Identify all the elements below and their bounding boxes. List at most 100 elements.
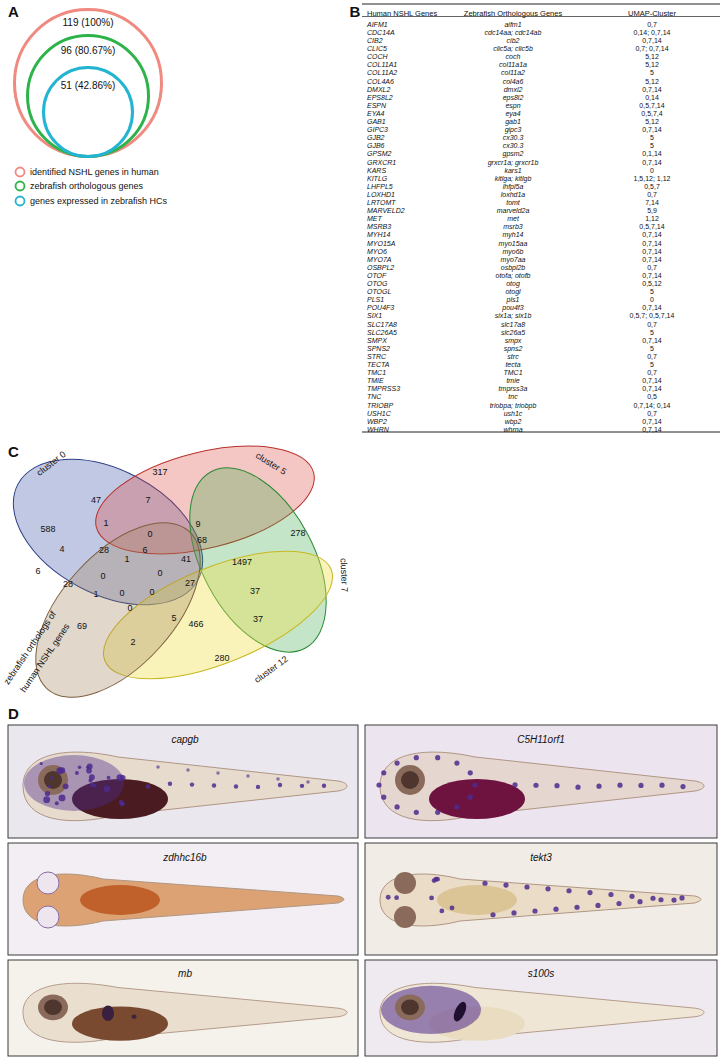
- image-frame: [365, 725, 717, 838]
- table-cell-holder: otog: [506, 272, 520, 290]
- table-header: Zebrafish Orthologous Genes: [464, 8, 562, 17]
- table-cell-holder: 0,7,14: [642, 118, 661, 136]
- region-count-holder: 68: [197, 529, 207, 547]
- table-cell: SIX1: [367, 312, 382, 319]
- venn-set: [5, 494, 230, 726]
- stain-dot: [629, 894, 634, 899]
- table-cell-holder: loxhd1a: [501, 183, 526, 201]
- eye: [37, 872, 59, 894]
- stain-dot: [595, 903, 600, 908]
- table-cell-holder: pls1: [507, 288, 520, 306]
- table-cell: OSBPL2: [367, 264, 394, 271]
- stain-dot: [587, 890, 592, 895]
- table-cell-holder: DMXL2: [367, 77, 390, 95]
- table-cell: 0,5,7; 0,5,7,14: [630, 312, 675, 319]
- gene-label: capgb: [171, 734, 198, 745]
- stain-dot: [434, 877, 439, 882]
- table-cell: cdc14aa; cdc14ab: [485, 29, 542, 36]
- table-cell-holder: GIPC3: [367, 118, 388, 136]
- table-cell-holder: COL11A2: [367, 61, 397, 79]
- stain-dot: [120, 775, 125, 780]
- region-count: 28: [63, 579, 73, 589]
- gene-label-holder: s100s: [528, 963, 555, 981]
- table-cell-holder: TRIOBP: [367, 393, 393, 411]
- table-cell: 0,1,14: [642, 150, 661, 157]
- table-cell: 7,14: [645, 199, 659, 206]
- table-cell: SPNS2: [367, 345, 390, 352]
- table-cell-holder: marveld2a: [497, 199, 530, 217]
- table-cell: COL11A1: [367, 61, 397, 68]
- table-cell-holder: 0,5,7; 0,5,7,14: [630, 304, 675, 322]
- table-rule: [362, 432, 720, 433]
- larva-body: [23, 983, 347, 1042]
- table-cell-holder: 5: [650, 320, 654, 338]
- table-cell-holder: lhfpl5a: [503, 175, 524, 193]
- table-cell-holder: 0,7; 0,7,14: [635, 37, 668, 55]
- table-cell-holder: col11a2: [501, 61, 525, 79]
- region-count-holder: 1: [93, 583, 98, 601]
- table-cell-holder: 5: [650, 280, 654, 298]
- legend-text: identified NSHL genes in human: [30, 167, 159, 177]
- table-cell-holder: MSRB3: [367, 215, 391, 233]
- stain-dot: [435, 810, 440, 815]
- table-cell-holder: 5,12: [645, 53, 659, 71]
- panel-letter: D: [8, 705, 19, 722]
- region-count-holder: 6: [142, 539, 147, 557]
- table-cell: 0,5,7,4: [641, 110, 662, 117]
- table-cell-holder: tmie: [506, 369, 519, 387]
- table-cell: COL4A6: [367, 77, 394, 84]
- table-cell: marveld2a: [497, 207, 530, 214]
- panel-letter-holder: D: [8, 705, 19, 723]
- image-frame: [8, 960, 358, 1056]
- table-cell-holder: SLC26A5: [367, 320, 397, 338]
- table-cell-holder: SMPX: [367, 328, 387, 346]
- table-cell: msrb3: [503, 223, 522, 230]
- region-count: 0: [147, 529, 152, 539]
- region-count: 1: [103, 518, 108, 528]
- table-cell-holder: 0,7: [647, 312, 657, 330]
- table-cell: COL11A2: [367, 69, 397, 76]
- stain-dot: [394, 804, 399, 809]
- table-cell: tmprss3a: [499, 385, 528, 392]
- table-cell: 5,12: [645, 118, 659, 125]
- region-count-holder: 28: [63, 573, 73, 591]
- table-cell-holder: myo6b: [502, 239, 523, 257]
- stain-dot: [394, 761, 399, 766]
- stain-dot: [616, 901, 621, 906]
- table-cell-holder: MYH14: [367, 223, 390, 241]
- table-cell: CLIC5: [367, 45, 387, 52]
- table-cell-holder: slc17a8: [501, 312, 525, 330]
- region-count-holder: 588: [40, 518, 55, 536]
- table-cell: MYO15A: [367, 239, 395, 246]
- set-label: cluster 12: [252, 654, 289, 685]
- stain-dot: [322, 784, 326, 788]
- table-cell-holder: 0,14; 0,7,14: [634, 21, 671, 39]
- table-cell: 5: [650, 134, 654, 141]
- gene-label: zdhhc16b: [163, 852, 206, 863]
- table-cell-holder: 0,7,14: [642, 377, 661, 395]
- circle-count: 51 (42.86%): [61, 80, 115, 92]
- table-cell: eya4: [505, 110, 520, 117]
- image-frame: [365, 960, 717, 1056]
- yolk: [429, 779, 525, 819]
- region-count: 1497: [232, 557, 252, 567]
- table-cell: 0,7,14: [642, 304, 661, 311]
- stain-dot: [638, 783, 643, 788]
- larva: [23, 983, 347, 1042]
- table-cell-holder: GAB1: [367, 110, 386, 128]
- region-count-holder: 69: [77, 615, 87, 633]
- stain-dot: [146, 784, 150, 788]
- table-cell-holder: 5,12: [645, 69, 659, 87]
- table-cell-holder: 0,7,14: [642, 231, 661, 249]
- set-label-holder: cluster 12: [249, 649, 291, 687]
- larva-body: [380, 874, 701, 926]
- stain-dot: [482, 881, 487, 886]
- table-cell-holder: MARVELD2: [367, 199, 405, 217]
- table-cell: OTOGL: [367, 288, 391, 295]
- table-cell: dmxl2: [504, 85, 523, 92]
- region-count: 2: [130, 637, 135, 647]
- table-cell: gipc3: [505, 126, 522, 133]
- table-cell: col11a1a: [499, 61, 527, 68]
- legend-row: genes expressed in zebrafish HCs: [14, 194, 167, 207]
- table-cell-holder: CIB2: [367, 29, 383, 47]
